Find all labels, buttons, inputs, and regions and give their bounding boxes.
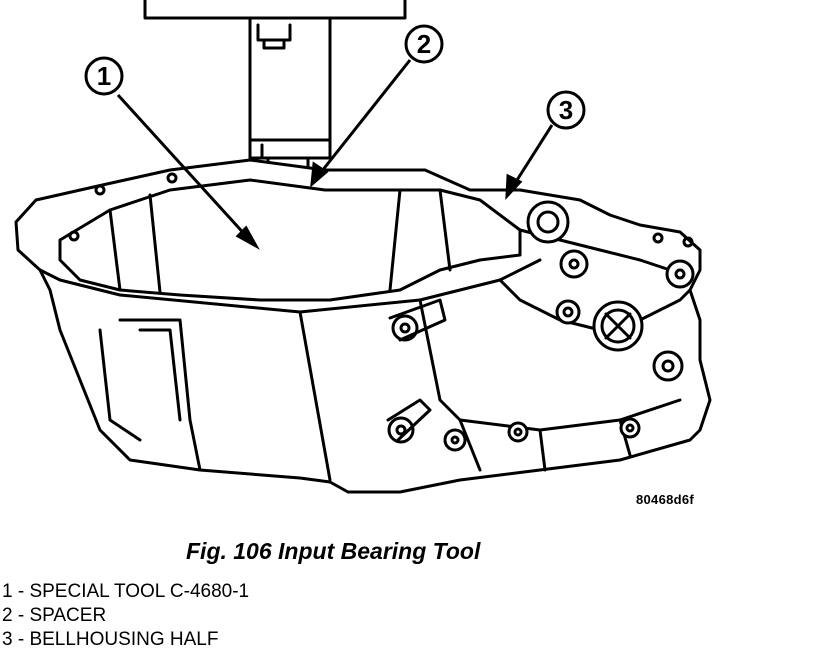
callout-3-leader [505, 124, 554, 201]
callout-2-leader [310, 59, 412, 188]
callout-2: 2 [404, 24, 444, 64]
figure-code: 80468d6f [636, 492, 695, 507]
drain-plug [592, 300, 644, 352]
case-bosses [68, 172, 695, 452]
callout-1: 1 [84, 56, 124, 96]
callout-legend: 1 - SPECIAL TOOL C-4680-1 2 - SPACER 3 -… [2, 580, 249, 652]
legend-item: 2 - SPACER [2, 605, 107, 626]
legend-item: 3 - BELLHOUSING HALF [2, 629, 219, 650]
press-frame [143, 0, 407, 20]
callout-3-number: 3 [559, 95, 573, 125]
callout-1-number: 1 [97, 61, 111, 91]
bellhousing-case [14, 158, 712, 494]
side-boss [386, 298, 447, 442]
special-tool-body [248, 16, 332, 250]
input-bearing-tool-illustration: 1 2 3 [14, 0, 712, 494]
legend-item: 1 - SPECIAL TOOL C-4680-1 [2, 581, 250, 602]
callout-3: 3 [546, 90, 586, 130]
figure-caption: Fig. 106 Input Bearing Tool [186, 538, 481, 564]
callout-2-number: 2 [417, 29, 431, 59]
callout-1-leader [116, 93, 260, 250]
